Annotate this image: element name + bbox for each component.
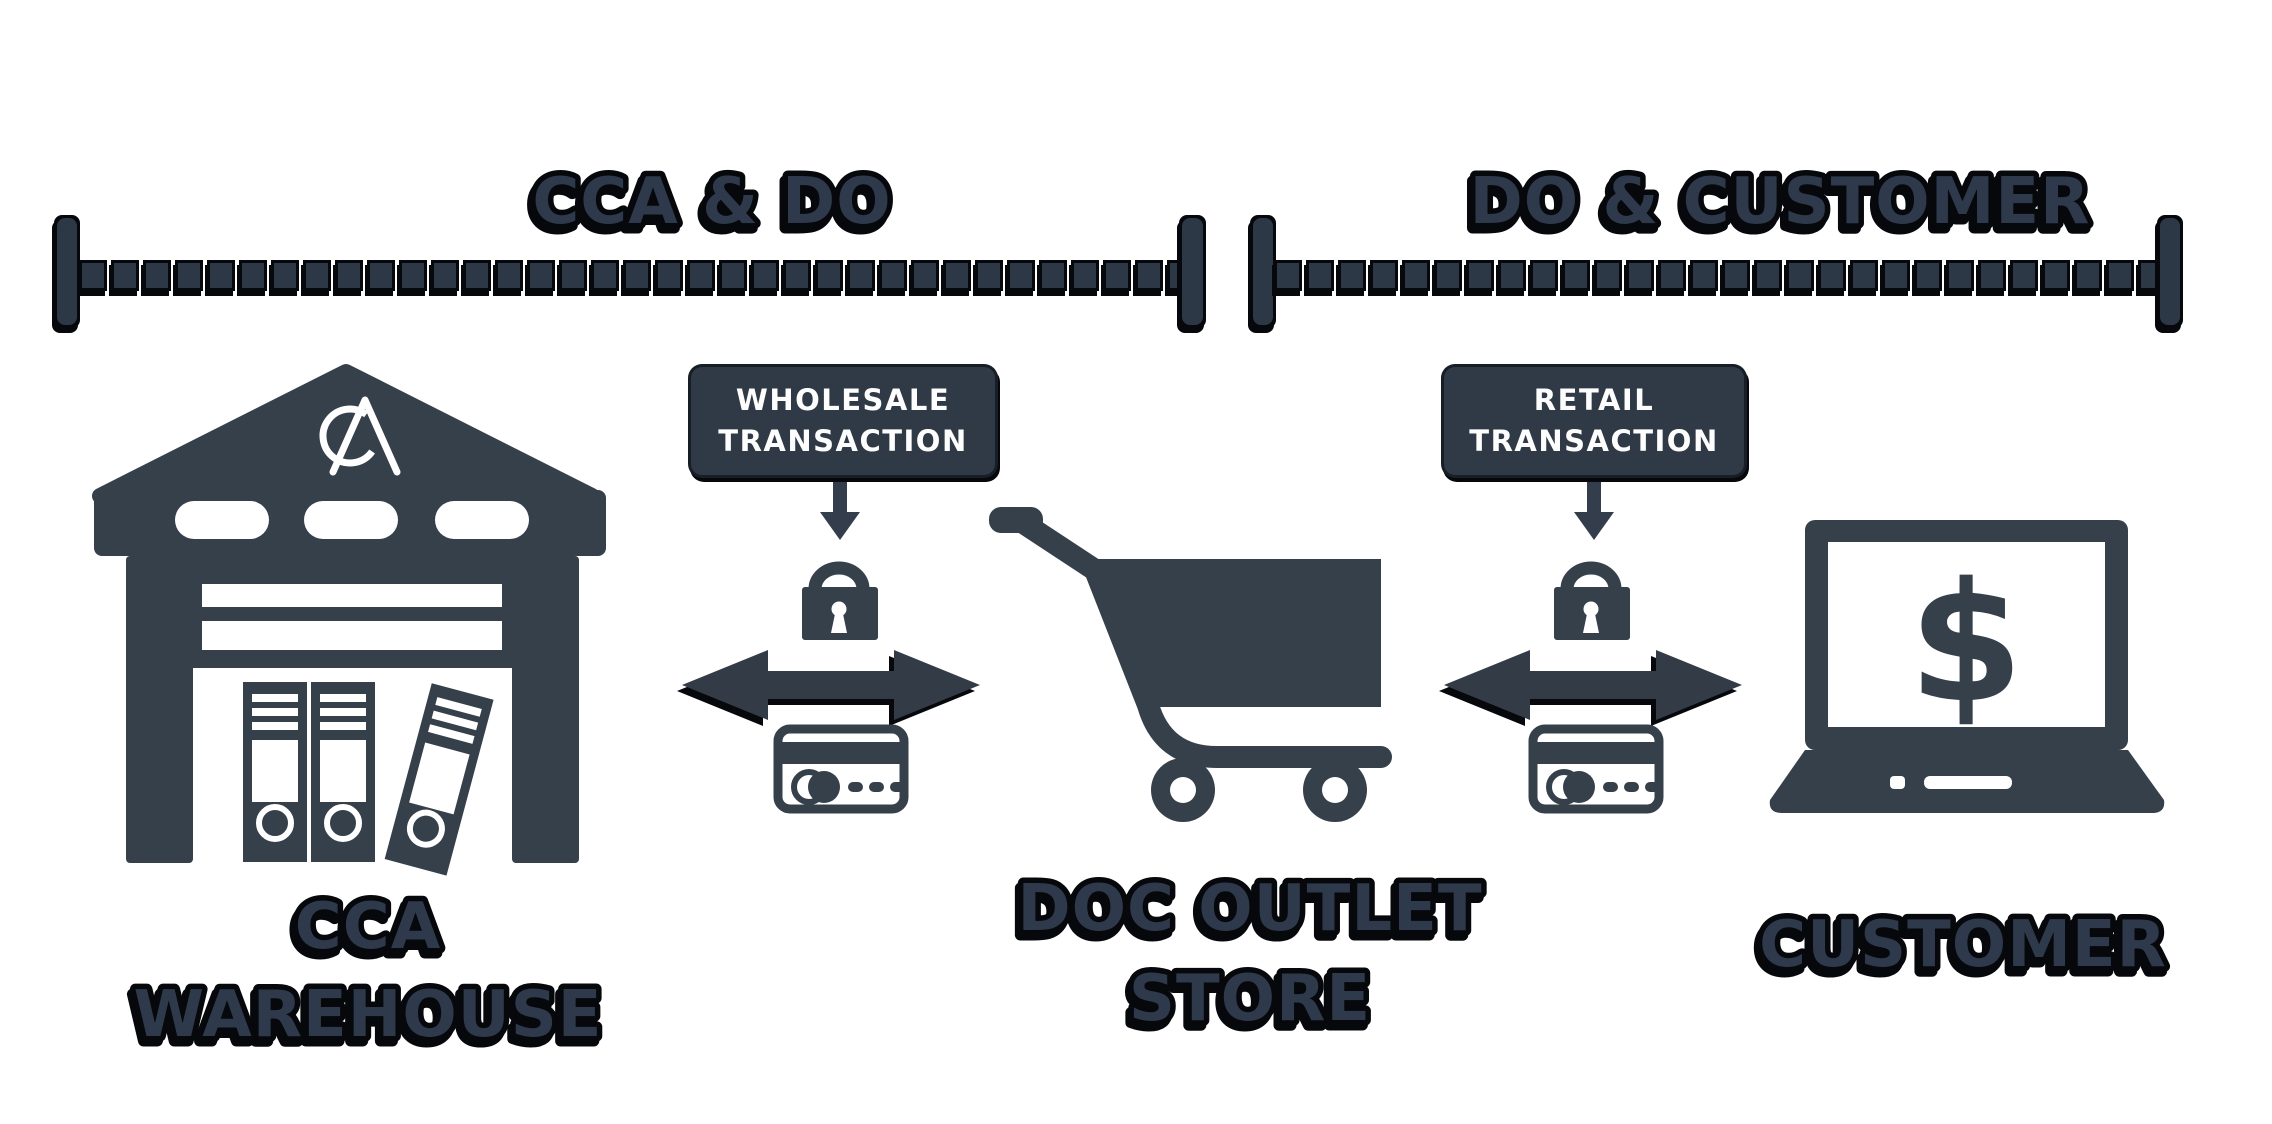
section-title-right-text: DO & CUSTOMER bbox=[1470, 165, 2091, 239]
warehouse-label: CCA WAREHOUSE bbox=[128, 885, 607, 1058]
warehouse-garage-header bbox=[188, 556, 517, 668]
padlock-icon-retail bbox=[1554, 561, 1630, 640]
binder-1 bbox=[243, 682, 307, 862]
store-label: DOC OUTLET STORE bbox=[1012, 867, 1487, 1042]
store-label-line2: STORE bbox=[1129, 962, 1371, 1036]
garage-shutter-stripes bbox=[202, 584, 502, 650]
customer-label-text: CUSTOMER bbox=[1759, 908, 2167, 982]
padlock-icon-wholesale bbox=[802, 561, 878, 640]
keyhole bbox=[831, 601, 847, 633]
laptop-screen bbox=[1828, 542, 2105, 727]
warehouse-icon bbox=[92, 364, 606, 876]
cart-handle-frame bbox=[1008, 509, 1392, 768]
bracket-right-start-cap bbox=[1253, 218, 1273, 325]
section-title-right: DO & CUSTOMER bbox=[1464, 160, 2095, 245]
laptop-icon: $ bbox=[1769, 520, 2165, 813]
retail-transaction-line2: TRANSACTION bbox=[1469, 424, 1719, 458]
card-number-dashes bbox=[1603, 782, 1659, 792]
section-title-left: CCA & DO bbox=[527, 160, 896, 245]
shopping-cart-icon bbox=[989, 507, 1392, 822]
laptop-trackpad-dash bbox=[1890, 776, 2012, 789]
double-arrow-icon-retail bbox=[1444, 650, 1742, 720]
double-arrow-icon-wholesale bbox=[682, 650, 980, 720]
card-number-dashes bbox=[848, 782, 904, 792]
wholesale-transaction-line2: TRANSACTION bbox=[718, 424, 968, 458]
bracket-left-end-cap bbox=[1182, 218, 1203, 325]
cart-wheels bbox=[1151, 758, 1367, 822]
section-title-left-text: CCA & DO bbox=[532, 165, 891, 239]
warehouse-left-pillar bbox=[126, 556, 193, 863]
retail-transaction-box: RETAIL TRANSACTION bbox=[1441, 364, 1747, 478]
bracket-left-dashed-line bbox=[82, 263, 1182, 288]
binder-2 bbox=[311, 682, 375, 862]
store-label-line1: DOC OUTLET bbox=[1018, 872, 1483, 946]
magnetic-stripe bbox=[1534, 742, 1658, 764]
credit-card-icon-wholesale bbox=[773, 724, 909, 814]
bracket-left-start-cap bbox=[57, 218, 77, 325]
warehouse-label-line2: WAREHOUSE bbox=[134, 978, 603, 1052]
warehouse-windows bbox=[175, 501, 529, 539]
wholesale-transaction-box: WHOLESALE TRANSACTION bbox=[688, 364, 998, 478]
dollar-sign-icon: $ bbox=[1909, 547, 2024, 739]
bracket-right-dashed-line bbox=[1277, 263, 2162, 288]
keyhole bbox=[1583, 601, 1599, 633]
magnetic-stripe bbox=[779, 742, 903, 764]
customer-label: CUSTOMER bbox=[1754, 903, 2172, 988]
bracket-right-end-cap bbox=[2160, 218, 2180, 325]
cart-basket bbox=[1087, 559, 1381, 707]
warehouse-label-line1: CCA bbox=[295, 890, 441, 964]
wholesale-transaction-line1: WHOLESALE bbox=[735, 383, 951, 417]
warehouse-roof bbox=[92, 364, 600, 504]
down-arrow-icon-wholesale bbox=[820, 482, 860, 540]
warehouse-right-pillar bbox=[512, 556, 579, 863]
binder-3-tilted bbox=[384, 683, 494, 876]
down-arrow-icon-retail bbox=[1574, 482, 1614, 540]
retail-transaction-line1: RETAIL bbox=[1533, 383, 1655, 417]
ca-monogram-logo-icon bbox=[319, 396, 401, 476]
credit-card-icon-retail bbox=[1528, 724, 1664, 814]
